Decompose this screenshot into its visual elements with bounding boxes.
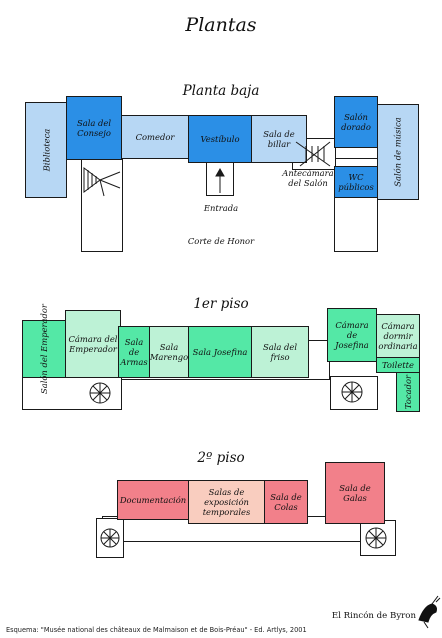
stair-antechamber (295, 141, 331, 167)
first-floor-heading: 1er piso (193, 296, 249, 312)
stair-first-right (341, 381, 363, 403)
room-camara-del-emperador: Cámara del Emperador (65, 310, 121, 378)
stair-second-right (365, 527, 387, 549)
room-camara-de-josefina: Cámara de Josefina (327, 308, 377, 362)
room-salon-dorado: Salón dorado (334, 96, 378, 148)
room-tocador: Tocador (396, 372, 420, 412)
first-right-annex (330, 376, 378, 410)
room-sala-del-friso: Sala del friso (251, 326, 309, 378)
brand-bird-icon (418, 595, 441, 629)
room-comedor: Comedor (121, 115, 189, 159)
room-sala-de-galas: Sala de Galas (325, 462, 385, 524)
second-floor-heading: 2º piso (197, 450, 245, 466)
room-sala-de-colas: Sala de Colas (264, 480, 308, 524)
room-wc-publicos: WC públicos (334, 166, 378, 198)
credit-line: Esquema: "Musée national des châteaux de… (6, 626, 307, 634)
label-corte-de-honor: Corte de Honor (187, 236, 255, 246)
room-sala-marengo: Sala Marengo (149, 326, 189, 378)
label-antecamara: Antecámara del Salón (282, 168, 334, 189)
room-sala-del-consejo: Sala del Consejo (66, 96, 122, 160)
room-sala-josefina: Sala Josefina (188, 326, 252, 378)
room-sala-de-billar: Sala de billar (251, 115, 307, 163)
stair-second-left (100, 528, 120, 548)
brand-name: El Rincón de Byron (331, 611, 416, 621)
page-title: Plantas (185, 14, 257, 36)
label-entrada: Entrada (203, 203, 239, 213)
room-vestibulo: Vestíbulo (188, 115, 252, 163)
room-salon-del-emperador: Salón del Emperador (22, 304, 66, 394)
stair-first-left (89, 382, 111, 404)
room-salas-de-exposicion: Salas de exposición temporales (188, 480, 265, 524)
ground-floor-heading: Planta baja (182, 83, 260, 99)
room-camara-dormir-ordinaria: Cámara dormir ordinaria (376, 314, 420, 358)
stair-ground-left (83, 167, 121, 197)
room-salon-de-musica: Salón de música (377, 104, 419, 200)
entrance-arrow-icon (215, 167, 225, 193)
